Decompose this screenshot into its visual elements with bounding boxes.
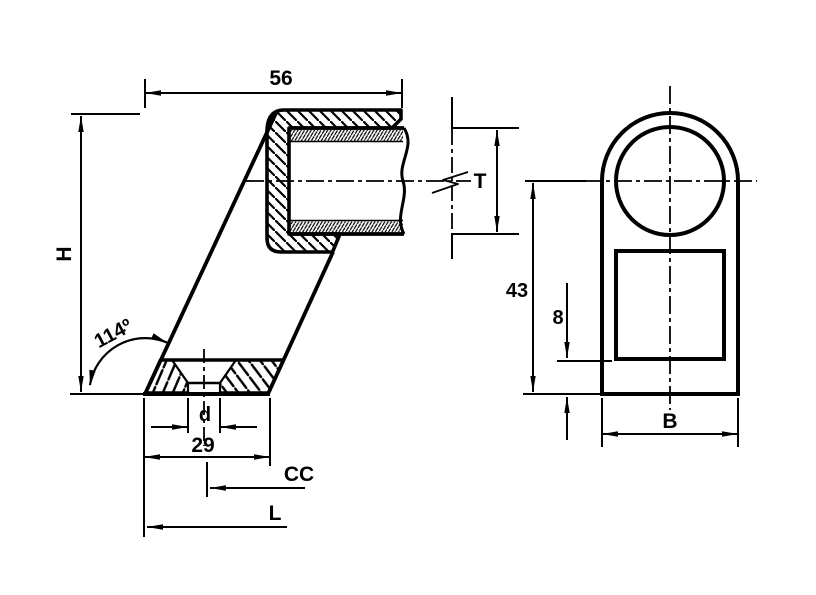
dim-label-overall-height: H [53, 246, 76, 261]
dim-label-top-width: 56 [269, 67, 292, 90]
dim-center-distance: CC [206, 462, 314, 497]
dim-label-overall-length: L [269, 502, 282, 525]
tube-section [289, 126, 469, 236]
arm-left-edge [143, 112, 278, 395]
dim-base-height: 8 [552, 283, 612, 440]
dim-hole-diameter: d [151, 398, 257, 433]
dim-label-base-width: 29 [191, 434, 214, 457]
dim-base-width: 29 [143, 398, 271, 537]
dim-tube-diameter: T [452, 127, 519, 235]
front-view-dimensions: 56 H 114º T d [53, 67, 519, 537]
side-view-dimensions: 43 8 B [506, 180, 739, 447]
dim-overall-length: L [147, 502, 287, 530]
dim-label-tube-diameter: T [474, 170, 487, 193]
dim-side-height: 43 [506, 180, 606, 395]
dim-overall-height: H [53, 113, 143, 395]
dim-label-body-width: B [662, 410, 677, 433]
side-outline [600, 111, 740, 396]
dim-top-width: 56 [144, 67, 403, 108]
dim-label-base-height: 8 [552, 307, 563, 329]
dim-body-width: B [601, 398, 739, 447]
dim-label-hole-diameter: d [199, 404, 211, 426]
dim-label-center-distance: CC [284, 463, 314, 486]
side-view [584, 86, 757, 410]
s-break-squiggle [431, 171, 469, 194]
front-view-section [143, 97, 471, 446]
base-section [143, 349, 285, 446]
dim-label-side-height: 43 [506, 280, 528, 302]
clamp-section [265, 108, 403, 254]
